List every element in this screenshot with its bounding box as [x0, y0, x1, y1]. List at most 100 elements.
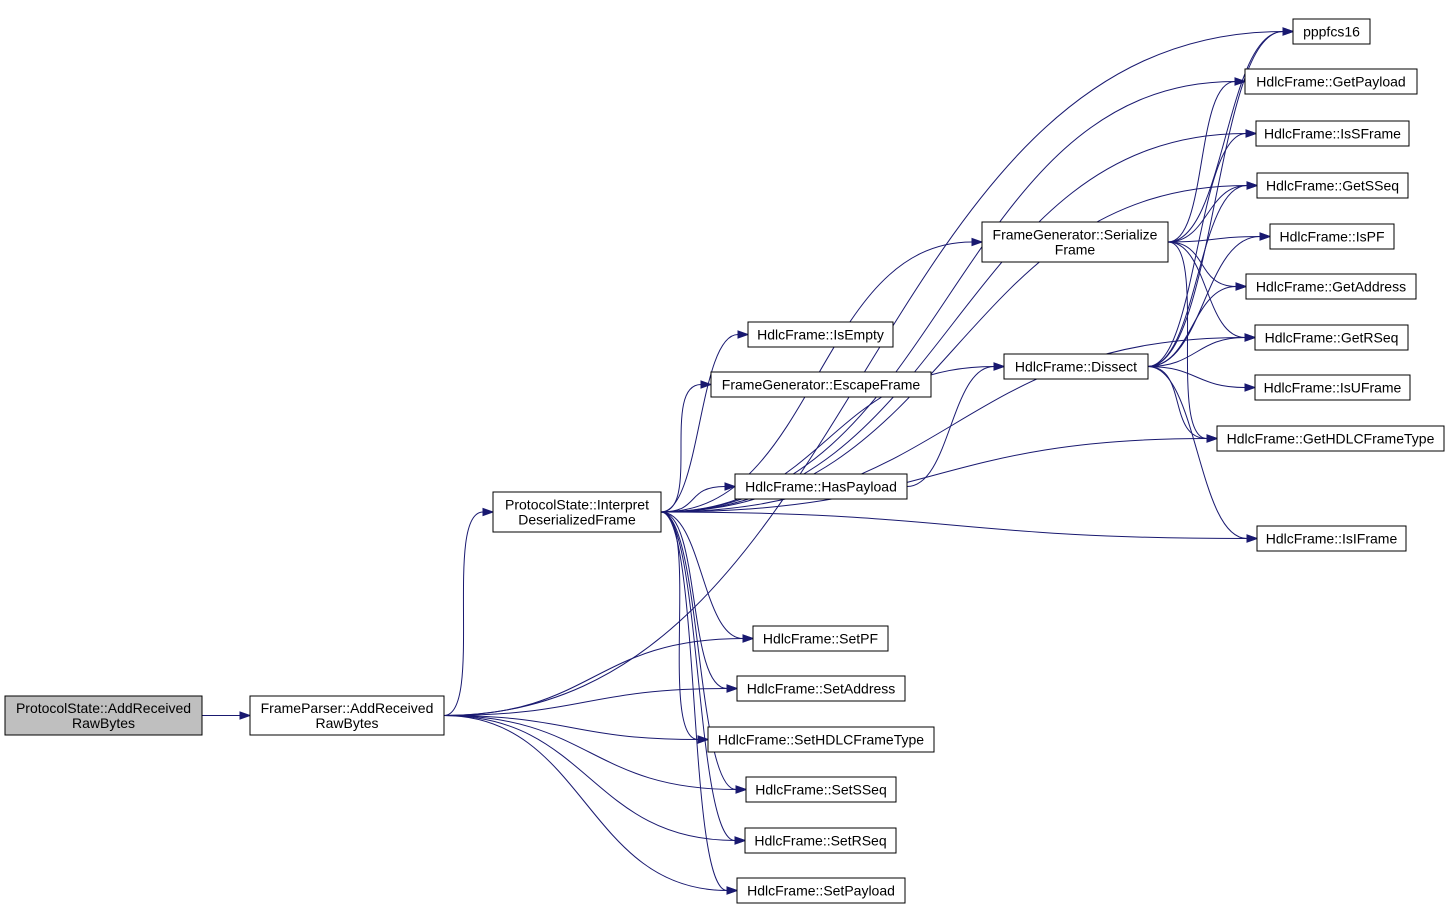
- node-hdlcframe-setrseq[interactable]: HdlcFrame::SetRSeq: [744, 827, 897, 854]
- edge-line: [1167, 241, 1246, 338]
- edge-line: [443, 638, 744, 716]
- edge-line: [1167, 241, 1208, 439]
- edge-line: [443, 688, 728, 716]
- node-hdlcframe-setaddress[interactable]: HdlcFrame::SetAddress: [736, 675, 906, 702]
- node-box: [981, 221, 1169, 263]
- node-label: ProtocolState::AddReceived: [16, 700, 191, 716]
- edge-line: [660, 511, 737, 790]
- node-label: HdlcFrame::HasPayload: [745, 479, 897, 495]
- node-label: HdlcFrame::IsPF: [1279, 229, 1384, 245]
- node-label: HdlcFrame::SetPayload: [747, 883, 895, 899]
- edge-ps_interp-to-issframe: [660, 129, 1258, 513]
- edge-arrowhead: [724, 482, 737, 491]
- edge-line: [1167, 236, 1261, 243]
- edge-line: [1147, 366, 1246, 388]
- node-hdlcframe-getsseq[interactable]: HdlcFrame::GetSSeq: [1256, 172, 1409, 199]
- edge-arrowhead: [726, 886, 739, 895]
- edge-fg_serial-to-getpayload: [1167, 77, 1247, 243]
- node-hdlcframe-setpf[interactable]: HdlcFrame::SetPF: [752, 625, 889, 652]
- node-label: HdlcFrame::IsSFrame: [1264, 126, 1401, 142]
- node-hdlcframe-haspayload[interactable]: HdlcFrame::HasPayload: [734, 473, 908, 500]
- edge-line: [1147, 286, 1237, 367]
- node-box: [1003, 353, 1149, 380]
- edge-root-to-fp_add: [202, 711, 252, 720]
- node-protocolstate-interpretdeserializedframe[interactable]: ProtocolState::InterpretDeserializedFram…: [492, 491, 662, 533]
- node-hdlcframe-getaddress[interactable]: HdlcFrame::GetAddress: [1245, 273, 1417, 300]
- node-hdlcframe-gethdlcframetype[interactable]: HdlcFrame::GetHDLCFrameType: [1216, 425, 1445, 452]
- edge-arrowhead: [1244, 333, 1257, 342]
- node-hdlcframe-isempty[interactable]: HdlcFrame::IsEmpty: [747, 321, 894, 348]
- edges-layer: [202, 27, 1295, 895]
- edge-arrowhead: [700, 380, 713, 389]
- edge-line: [443, 715, 699, 740]
- node-hdlcframe-getrseq[interactable]: HdlcFrame::GetRSeq: [1254, 324, 1409, 351]
- node-hdlcframe-dissect[interactable]: HdlcFrame::Dissect: [1003, 353, 1149, 380]
- edge-dissect-to-isiframe: [1147, 366, 1259, 543]
- node-label: HdlcFrame::GetSSeq: [1266, 178, 1399, 194]
- edge-arrowhead: [1206, 434, 1219, 443]
- node-label: Frame: [1055, 242, 1096, 258]
- edge-line: [660, 511, 1248, 539]
- edge-ps_interp-to-escape: [660, 380, 713, 513]
- edge-line: [660, 511, 728, 891]
- edge-arrowhead: [1259, 232, 1272, 241]
- edge-line: [660, 511, 744, 639]
- node-box: [1216, 425, 1445, 452]
- node-label: pppfcs16: [1303, 24, 1360, 40]
- edge-fp_add-to-setsseq: [443, 715, 748, 794]
- edge-dissect-to-getrseq: [1147, 333, 1257, 367]
- node-label: FrameGenerator::EscapeFrame: [722, 377, 921, 393]
- edge-arrowhead: [993, 362, 1006, 371]
- edge-fp_add-to-setpf: [443, 634, 755, 716]
- node-box: [249, 695, 445, 736]
- node-hdlcframe-isiframe[interactable]: HdlcFrame::IsIFrame: [1256, 525, 1407, 552]
- edge-ps_interp-to-setpf: [660, 511, 755, 643]
- edge-arrowhead: [697, 735, 710, 744]
- node-box: [747, 321, 894, 348]
- node-hdlcframe-issframe[interactable]: HdlcFrame::IsSFrame: [1255, 120, 1410, 147]
- edge-line: [660, 511, 728, 689]
- node-pppfcs16[interactable]: pppfcs16: [1292, 18, 1371, 45]
- edge-ps_interp-to-setpayload: [660, 511, 739, 895]
- edge-line: [1167, 81, 1236, 243]
- node-box: [1255, 120, 1410, 147]
- node-box: [4, 695, 203, 736]
- node-label: HdlcFrame::SetAddress: [747, 681, 896, 697]
- node-hdlcframe-sethdlcframetype[interactable]: HdlcFrame::SetHDLCFrameType: [707, 726, 935, 753]
- edge-ps_interp-to-haspayload: [660, 482, 737, 513]
- node-hdlcframe-setsseq[interactable]: HdlcFrame::SetSSeq: [745, 776, 897, 803]
- edge-fp_add-to-sethdlc: [443, 715, 710, 744]
- node-box: [1292, 18, 1371, 45]
- node-hdlcframe-ispf[interactable]: HdlcFrame::IsPF: [1269, 223, 1395, 250]
- node-box: [492, 491, 662, 533]
- node-hdlcframe-setpayload[interactable]: HdlcFrame::SetPayload: [736, 877, 906, 904]
- edge-arrowhead: [1244, 383, 1257, 392]
- edge-fg_serial-to-getaddress: [1167, 241, 1248, 291]
- node-box: [1254, 324, 1409, 351]
- node-label: HdlcFrame::SetHDLCFrameType: [718, 732, 924, 748]
- edge-arrowhead: [971, 237, 984, 247]
- edge-dissect-to-pppfcs16: [1147, 27, 1295, 367]
- edge-line: [660, 337, 1246, 513]
- node-label: HdlcFrame::IsIFrame: [1266, 531, 1398, 547]
- node-box: [707, 726, 935, 753]
- node-label: HdlcFrame::GetHDLCFrameType: [1227, 431, 1435, 447]
- edge-line: [1147, 366, 1248, 539]
- node-framegenerator-escapeframe[interactable]: FrameGenerator::EscapeFrame: [710, 371, 932, 398]
- edge-arrowhead: [734, 836, 747, 845]
- node-hdlcframe-isuframe[interactable]: HdlcFrame::IsUFrame: [1254, 374, 1411, 401]
- node-hdlcframe-getpayload[interactable]: HdlcFrame::GetPayload: [1244, 68, 1418, 95]
- edge-line: [443, 715, 737, 790]
- node-box: [710, 371, 932, 398]
- edge-line: [443, 715, 736, 841]
- node-label: RawBytes: [72, 715, 135, 731]
- edge-line: [1147, 185, 1248, 367]
- node-label: HdlcFrame::GetRSeq: [1265, 330, 1399, 346]
- edge-arrowhead: [1246, 181, 1259, 190]
- edge-fp_add-to-ps_interp: [443, 507, 495, 716]
- edge-line: [1167, 31, 1284, 243]
- edge-line: [1147, 31, 1284, 367]
